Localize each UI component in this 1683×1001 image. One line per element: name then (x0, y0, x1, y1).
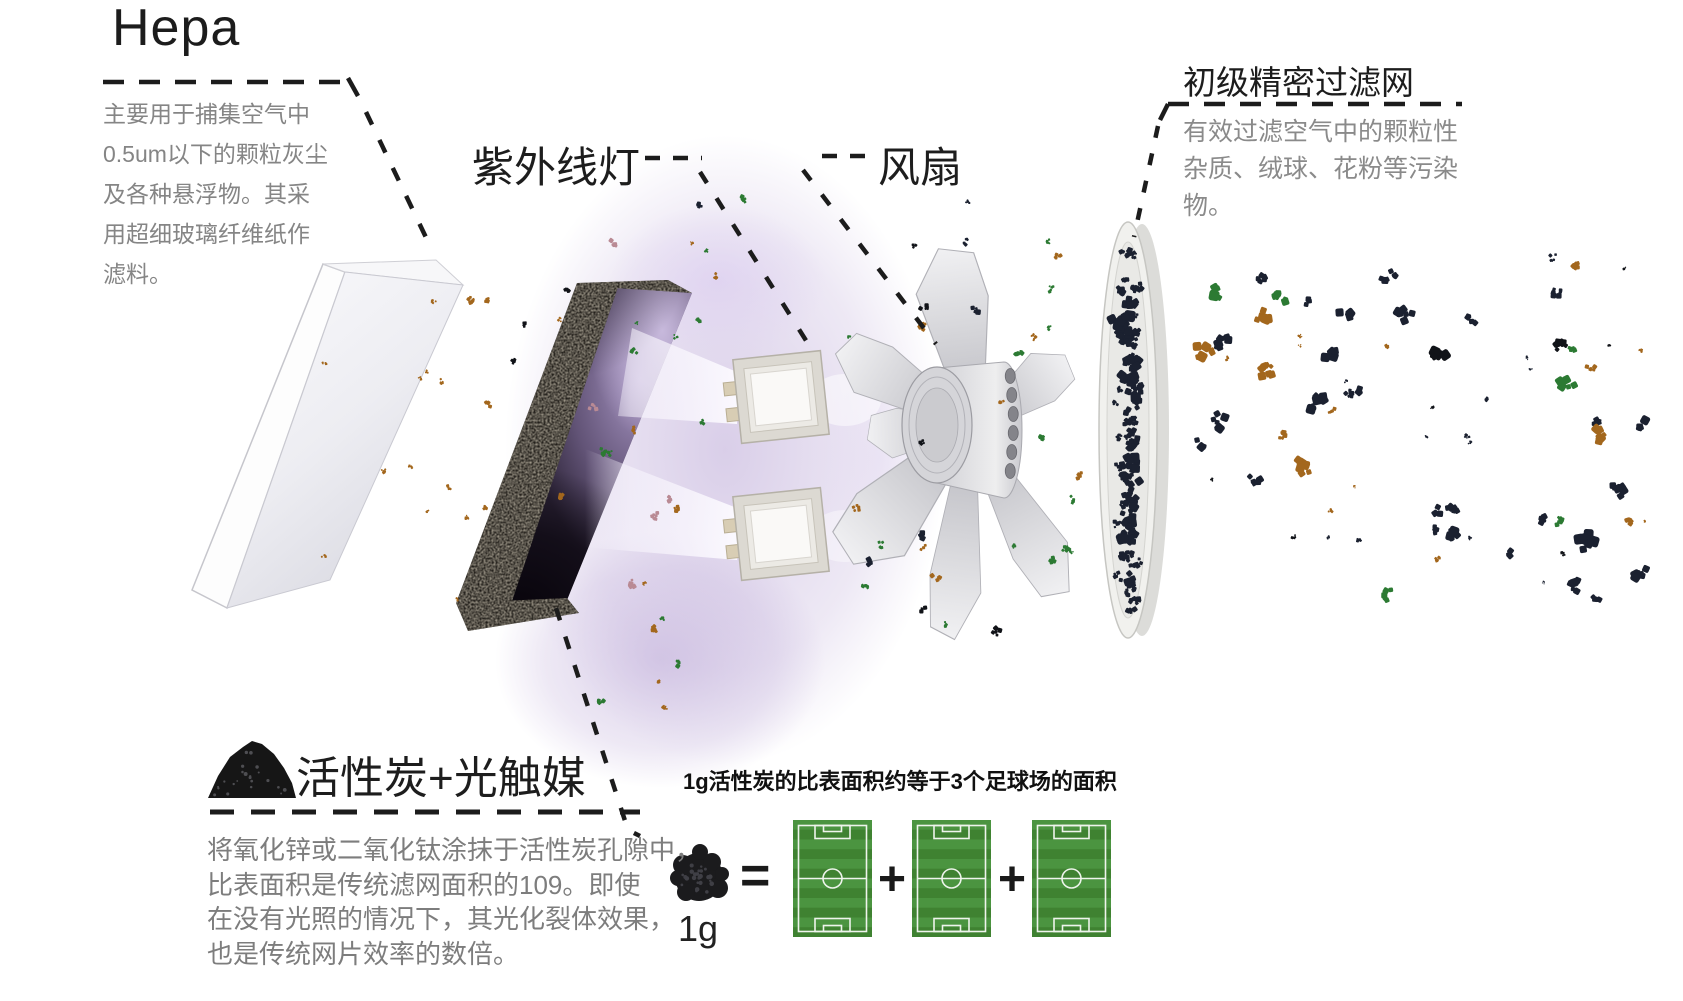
primary-filter-title: 初级精密过滤网 (1183, 64, 1414, 101)
leader-lines (103, 76, 1462, 839)
fan-graphic (832, 248, 1076, 641)
football-field-icon (1032, 820, 1111, 937)
uv-lamp-label: 紫外线灯 (472, 144, 641, 191)
carbon-photocatalyst-label: 活性炭+光触媒 (296, 754, 586, 803)
equation-title: 1g活性炭的比表面积约等于3个足球场的面积 (683, 769, 1117, 794)
carbon-gram-icon (670, 844, 729, 901)
dust-particles (320, 194, 1651, 710)
fan-label: 风扇 (878, 144, 963, 191)
carbon-pile-icon (208, 741, 296, 798)
carbon-description: 将氧化锌或二氧化钛涂抹于活性炭孔隙中， 比表面积是传统滤网面积的109。即使 在… (207, 835, 702, 969)
hepa-title: Hepa (112, 0, 241, 57)
equals-sign: = (740, 847, 771, 905)
football-field-icon (793, 820, 872, 937)
carbon-mass-label: 1g (678, 908, 719, 949)
hepa-description: 主要用于捕集空气中 0.5um以下的颗粒灰尘 及各种悬浮物。其采 用超细玻璃纤维… (103, 101, 328, 287)
football-field-icon (912, 820, 991, 937)
plus-sign: + (878, 853, 907, 906)
primary-filter-description: 有效过滤空气中的颗粒性 杂质、绒球、花粉等污染 物。 (1183, 118, 1459, 220)
hepa-filter-panel (191, 259, 465, 610)
uv-lamp-2 (722, 486, 830, 582)
uv-lamp-1 (722, 349, 830, 445)
plus-sign: + (998, 853, 1027, 906)
football-fields (793, 820, 1111, 937)
